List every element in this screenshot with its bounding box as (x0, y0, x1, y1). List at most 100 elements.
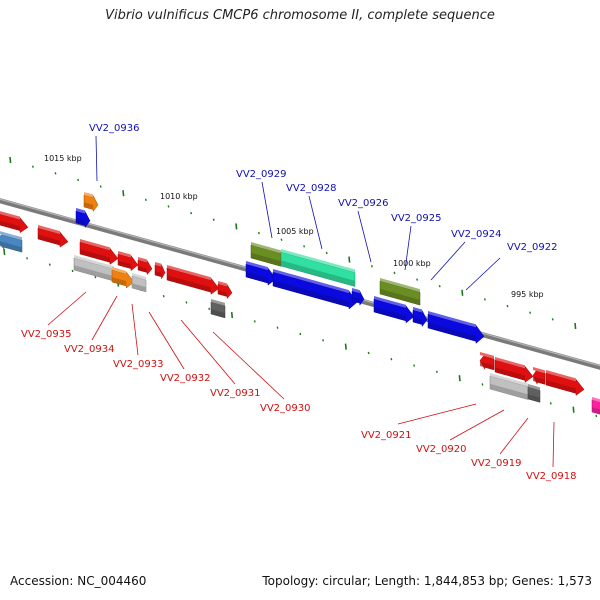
scale-tick (122, 190, 125, 197)
gene-label-vv2-0926[interactable]: VV2_0926 (338, 198, 389, 209)
gene-feature (272, 269, 358, 310)
leader-line (261, 181, 273, 239)
scale-tick (438, 284, 441, 288)
scale-label: 1000 kbp (393, 259, 431, 268)
scale-tick (31, 165, 34, 168)
scale-tick (144, 198, 147, 202)
leader-line (212, 331, 285, 400)
scale-tick (344, 343, 347, 350)
gene-label-vv2-0918[interactable]: VV2_0918 (526, 471, 577, 482)
scale-tick (230, 311, 234, 319)
scale-tick (280, 238, 283, 241)
gene-feature (75, 208, 91, 229)
gene-feature (210, 299, 226, 319)
leader-line (465, 257, 501, 291)
leader-line (449, 409, 505, 441)
gene-feature (494, 357, 534, 383)
gene-feature (591, 397, 600, 415)
gene-label-vv2-0932[interactable]: VV2_0932 (160, 373, 211, 384)
gene-label-vv2-0925[interactable]: VV2_0925 (391, 213, 442, 224)
scale-tick (390, 358, 393, 361)
leader-line (148, 311, 185, 370)
scale-tick (208, 307, 211, 310)
gene-feature (154, 262, 166, 280)
scale-tick (348, 256, 351, 263)
leader-line (430, 241, 466, 281)
leader-line (499, 417, 529, 455)
scale-tick (26, 257, 29, 260)
scale-label: 1005 kbp (276, 227, 314, 236)
gene-feature (351, 288, 365, 306)
gene-feature (489, 373, 529, 400)
gene-feature (479, 352, 495, 371)
gene-label-vv2-0928[interactable]: VV2_0928 (286, 183, 337, 194)
scale-tick (235, 223, 238, 230)
gene-feature (545, 370, 585, 396)
gene-label-vv2-0929[interactable]: VV2_0929 (236, 169, 287, 180)
leader-line (308, 195, 323, 250)
gene-feature (0, 211, 29, 234)
scale-tick (257, 231, 260, 235)
gene-label-vv2-0934[interactable]: VV2_0934 (64, 344, 115, 355)
scale-tick (276, 326, 279, 329)
topology-text: Topology: circular; Length: 1,844,853 bp… (262, 574, 592, 588)
gene-label-vv2-0930[interactable]: VV2_0930 (260, 403, 311, 414)
scale-tick (461, 289, 464, 296)
gene-feature (379, 278, 421, 306)
gene-feature (73, 255, 115, 282)
gene-label-vv2-0920[interactable]: VV2_0920 (416, 444, 467, 455)
scale-tick (212, 218, 215, 221)
scale-tick (367, 351, 370, 355)
scale-tick (54, 172, 57, 175)
scale-tick (506, 304, 509, 308)
scale-tick (551, 318, 554, 321)
gene-feature (83, 192, 99, 213)
scale-tick (71, 269, 74, 273)
scale-tick (3, 248, 6, 256)
scale-tick (167, 205, 170, 208)
leader-line (47, 291, 87, 326)
scale-tick (303, 245, 306, 248)
scale-tick (481, 383, 484, 386)
leader-line (131, 303, 139, 356)
scale-tick (325, 251, 328, 255)
leader-line (357, 210, 372, 263)
gene-feature (166, 265, 220, 295)
accession-text: Accession: NC_004460 (10, 574, 147, 588)
gene-feature (217, 281, 233, 300)
scale-tick (299, 332, 302, 336)
gene-features (0, 192, 600, 415)
scale-tick (99, 185, 102, 188)
scale-label: 1010 kbp (160, 192, 198, 201)
scale-tick (9, 156, 12, 164)
gene-feature (117, 251, 139, 272)
leader-line (552, 421, 555, 468)
gene-label-vv2-0936[interactable]: VV2_0936 (89, 123, 140, 134)
scale-tick (370, 265, 373, 268)
gene-label-vv2-0931[interactable]: VV2_0931 (210, 388, 261, 399)
gene-feature (0, 231, 23, 253)
scale-tick (458, 375, 461, 382)
scale-tick (435, 370, 438, 374)
gene-label-vv2-0935[interactable]: VV2_0935 (21, 329, 72, 340)
gene-feature (137, 257, 153, 276)
gene-feature (111, 267, 135, 289)
gene-label-vv2-0922[interactable]: VV2_0922 (507, 242, 558, 253)
leader-line (180, 319, 236, 385)
scale-label: 995 kbp (511, 290, 544, 299)
gene-feature (131, 273, 147, 293)
map-title: Vibrio vulnificus CMCP6 chromosome II, c… (105, 8, 495, 23)
gene-label-vv2-0933[interactable]: VV2_0933 (113, 359, 164, 370)
leader-line (397, 403, 477, 425)
gene-feature (250, 242, 282, 267)
gene-label-vv2-0921[interactable]: VV2_0921 (361, 430, 412, 441)
outer-tick-row (9, 156, 577, 330)
gene-label-vv2-0924[interactable]: VV2_0924 (451, 229, 502, 240)
gene-feature (412, 307, 428, 328)
scale-tick (529, 311, 532, 314)
gene-label-vv2-0919[interactable]: VV2_0919 (471, 458, 522, 469)
scale-tick (190, 211, 193, 215)
scale-tick (572, 406, 575, 413)
